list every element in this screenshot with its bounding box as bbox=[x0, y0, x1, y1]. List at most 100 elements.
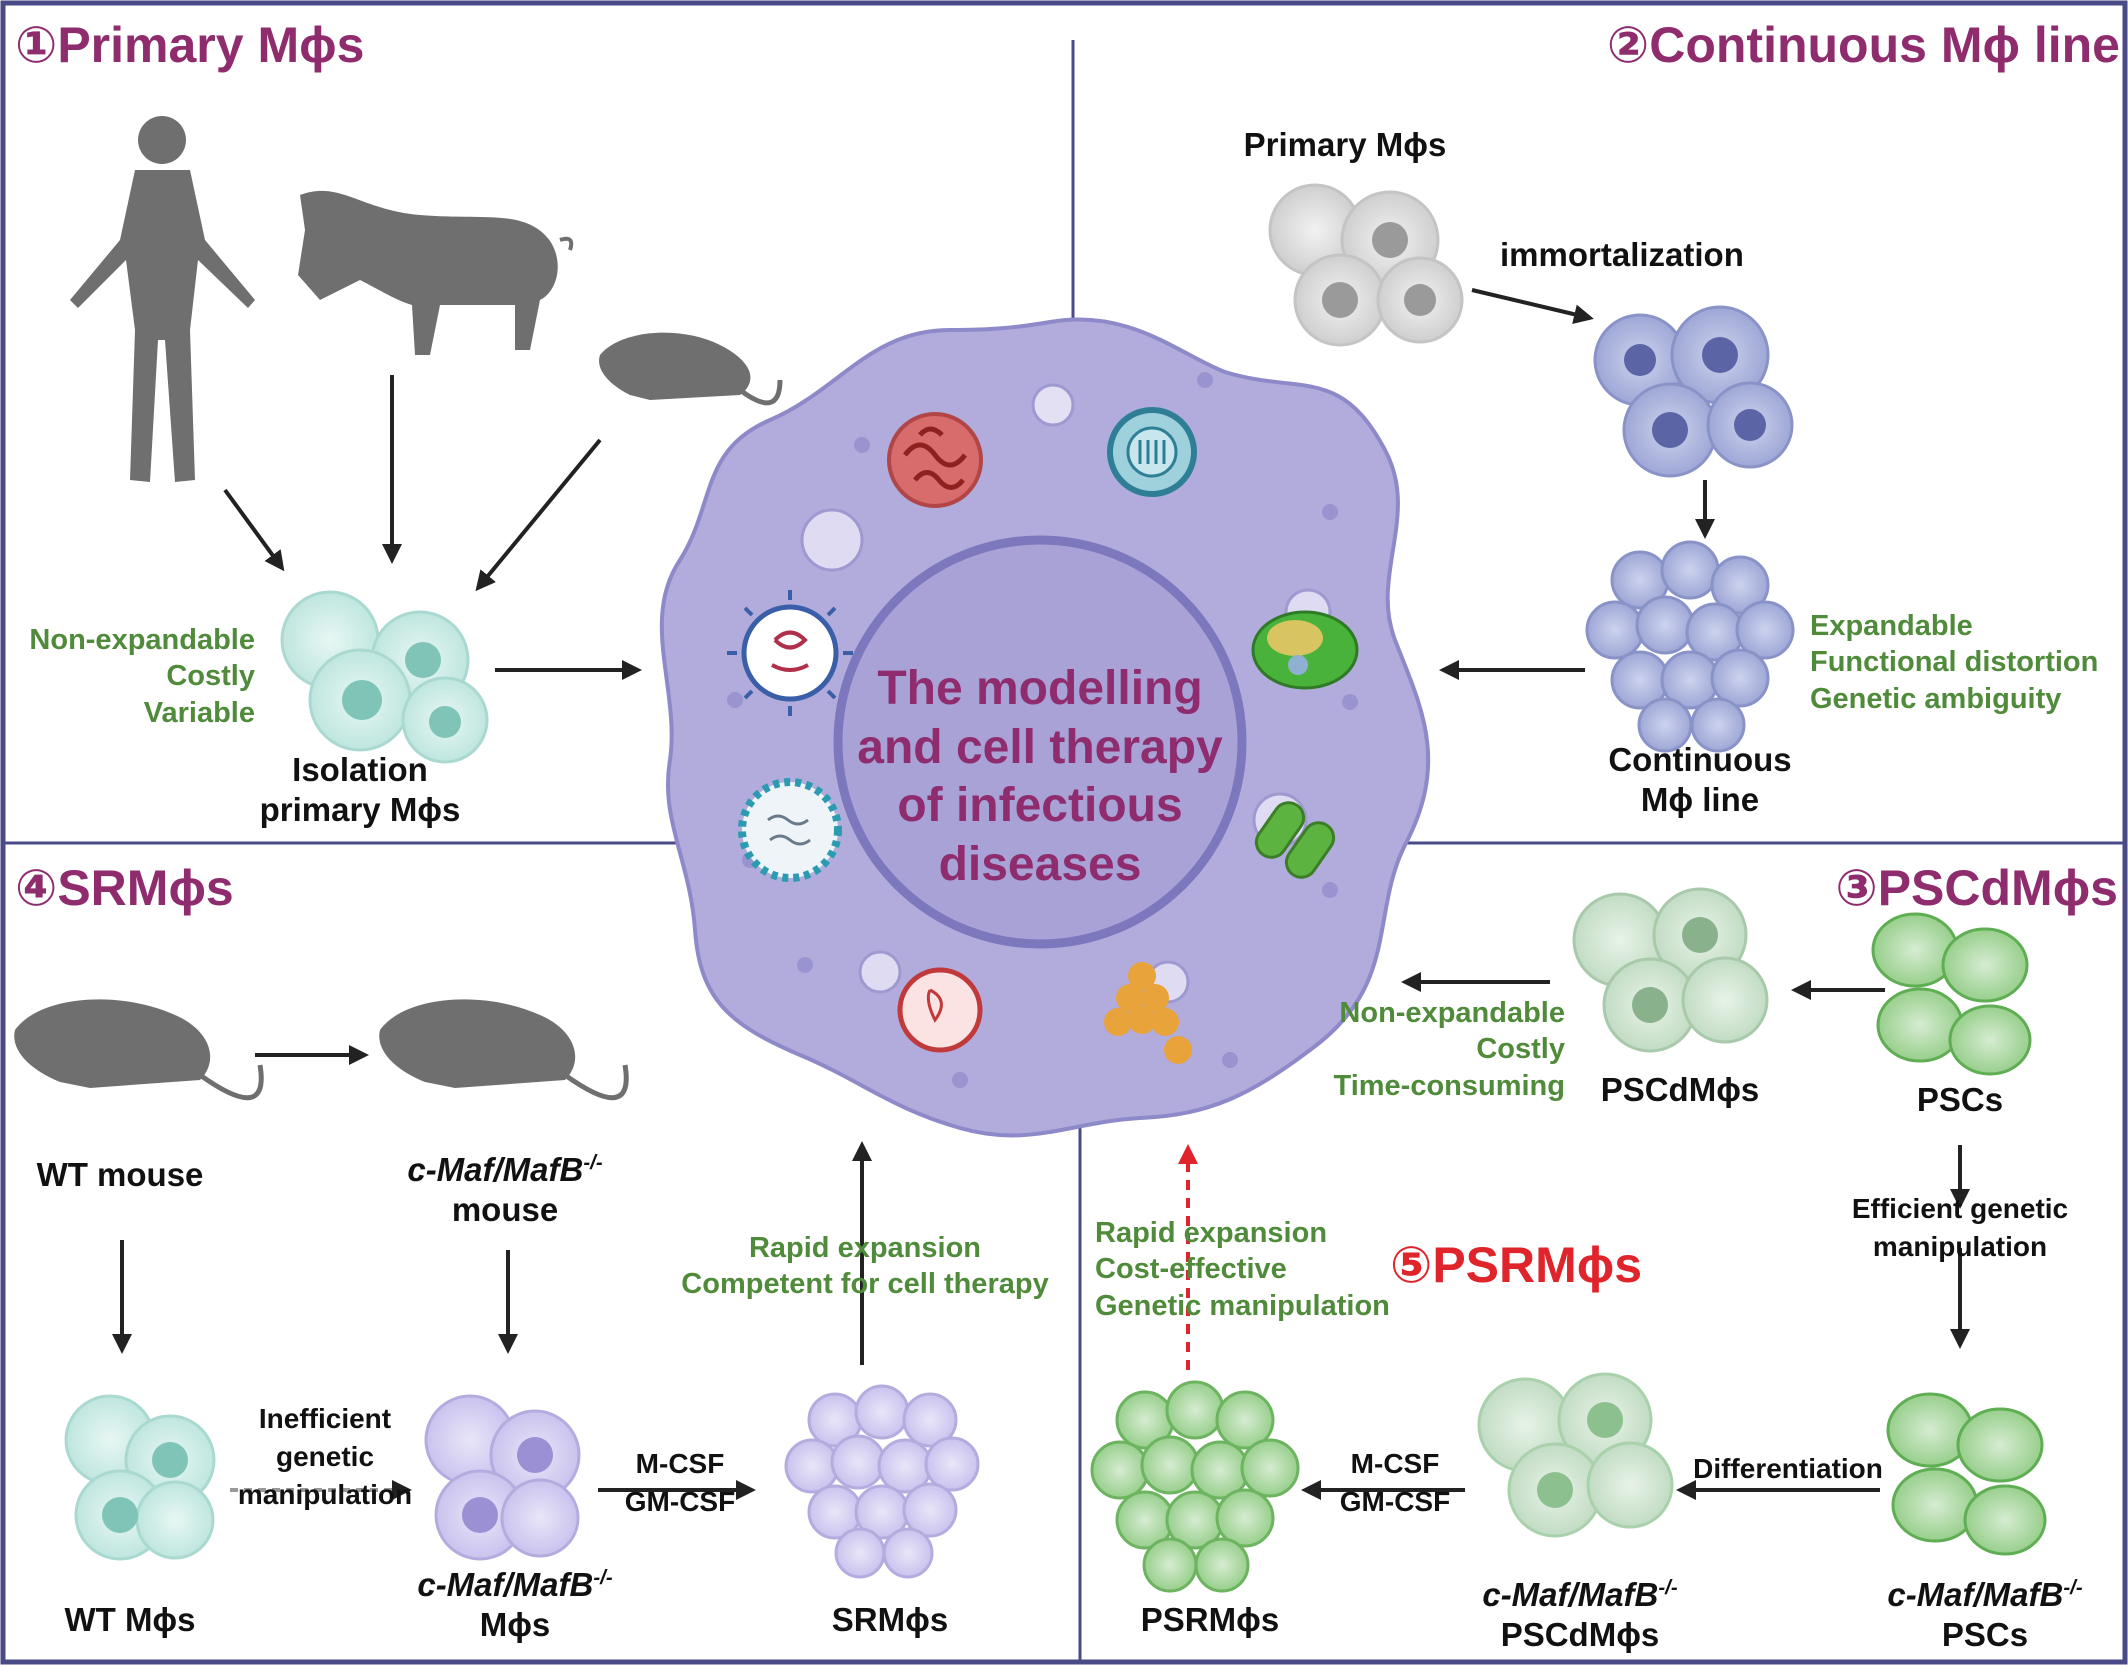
cells-psrm bbox=[1090, 1380, 1300, 1593]
pig-silhouette bbox=[298, 190, 574, 355]
psrm-trait-1: Rapid expansion bbox=[1095, 1217, 1328, 1249]
efficient-manipulation-label: Efficient genetic manipulation bbox=[1835, 1190, 2085, 1266]
efficient-manipulation-line-1: Efficient genetic bbox=[1851, 1193, 2069, 1224]
cells-ko-pscs bbox=[1886, 1392, 2047, 1556]
continuous-line-label: Continuous Mϕ line bbox=[1570, 740, 1830, 819]
arrows bbox=[112, 288, 1970, 1500]
ko-macs-genotype-text: c-Maf/MafB bbox=[417, 1566, 594, 1603]
pscd-trait-3: Time-consuming bbox=[1333, 1069, 1566, 1102]
pathogen-bacterium-red bbox=[887, 412, 983, 508]
cells-primary-grey bbox=[1268, 183, 1464, 347]
continuous-line-label-1: Continuous bbox=[1608, 741, 1792, 778]
differentiation-label: Differentiation bbox=[1693, 1453, 1883, 1484]
ko-macs-label: c-Maf/MafB-/- Mϕs bbox=[370, 1565, 660, 1644]
continuous-trait-2: Functional distortion bbox=[1810, 646, 2099, 679]
srm-mcsf-label: M-CSF GM-CSF bbox=[600, 1445, 760, 1521]
ko-pscs-genotype-sup: -/- bbox=[2063, 1576, 2083, 1599]
psrm-mcsf-text: M-CSF bbox=[1350, 1448, 1440, 1479]
ko-pscs-label: c-Maf/MafB-/- PSCs bbox=[1845, 1575, 2125, 1654]
psrm-trait-3: Genetic manipulation bbox=[1095, 1289, 1390, 1322]
ko-mouse-genotype-sup: -/- bbox=[583, 1151, 603, 1174]
primary-trait-3: Variable bbox=[143, 696, 255, 729]
human-silhouette bbox=[70, 116, 255, 482]
ko-mouse-label: c-Maf/MafB-/- mouse bbox=[360, 1150, 650, 1229]
srm-traits: Rapid expansion Competent for cell thera… bbox=[660, 1230, 1070, 1303]
continuous-traits: Expandable Functional distortion Genetic… bbox=[1810, 608, 2098, 717]
inefficient-line-2: genetic bbox=[275, 1440, 375, 1472]
psrm-gmcsf-text: GM-CSF bbox=[1339, 1485, 1451, 1517]
primary-traits: Non-expandable Costly Variable bbox=[10, 622, 255, 731]
ko-mouse-genotype-text: c-Maf/MafB bbox=[407, 1151, 584, 1188]
srm-label: SRMϕs bbox=[831, 1601, 949, 1638]
immortalization-label: immortalization bbox=[1500, 236, 1744, 273]
ko-pscs-genotype: c-Maf/MafB-/- bbox=[1845, 1575, 2125, 1615]
ko-pscdm-name: PSCdMϕs bbox=[1500, 1615, 1660, 1653]
pathogen-virus-blue bbox=[727, 590, 853, 716]
cells-wt-macs bbox=[64, 1394, 216, 1561]
center-title-line-3: of infectious bbox=[897, 779, 1183, 833]
primary-trait-1: Non-expandable bbox=[29, 624, 255, 656]
cells-isolation-primary bbox=[280, 590, 489, 764]
continuous-trait-1: Expandable bbox=[1810, 610, 1973, 642]
wt-mouse-label: WT mouse bbox=[36, 1156, 204, 1193]
ko-pscs-name: PSCs bbox=[1941, 1615, 2029, 1653]
srm-trait-1: Rapid expansion bbox=[748, 1232, 982, 1264]
pscd-trait-2: Costly bbox=[1476, 1033, 1565, 1066]
pathogen-cocci-orange bbox=[1104, 962, 1192, 1064]
ko-macs-genotype-sup: -/- bbox=[593, 1566, 613, 1589]
inefficient-manipulation-label: Inefficient genetic manipulation bbox=[220, 1400, 430, 1513]
cells-continuous-line bbox=[1585, 540, 1795, 753]
psrm-label: PSRMϕs bbox=[1140, 1601, 1280, 1638]
central-macrophage bbox=[659, 317, 1431, 1138]
cells-ko-pscdm bbox=[1477, 1372, 1674, 1538]
psrm-traits: Rapid expansion Cost-effective Genetic m… bbox=[1095, 1215, 1390, 1324]
continuous-line-label-2: Mϕ line bbox=[1640, 780, 1760, 818]
continuous-trait-3: Genetic ambiguity bbox=[1810, 682, 2062, 715]
section-title-pscd: ③PSCdMϕs bbox=[1835, 860, 2118, 916]
section-title-srm: ④SRMϕs bbox=[15, 860, 234, 916]
mouse-silhouette-top bbox=[599, 332, 783, 406]
isolation-label-line-1: Isolation bbox=[292, 751, 428, 788]
inefficient-line-3: manipulation bbox=[237, 1478, 413, 1510]
ko-mouse-genotype: c-Maf/MafB-/- bbox=[360, 1150, 650, 1190]
cells-immortalized-blue bbox=[1593, 305, 1794, 478]
pathogen-parasite-green bbox=[1251, 610, 1359, 690]
nucleus bbox=[833, 535, 1247, 949]
cells-pscs bbox=[1871, 912, 2032, 1076]
ko-macs-name: Mϕs bbox=[479, 1605, 551, 1643]
psrm-mcsf-label: M-CSF GM-CSF bbox=[1315, 1445, 1475, 1521]
pathogen-virus-red bbox=[897, 967, 983, 1053]
ko-pscdm-genotype-sup: -/- bbox=[1658, 1576, 1678, 1599]
wt-mouse-silhouette bbox=[14, 999, 264, 1101]
srm-trait-2: Competent for cell therapy bbox=[681, 1268, 1049, 1301]
ko-mouse-name: mouse bbox=[451, 1190, 559, 1228]
isolation-primary-label: Isolation primary Mϕs bbox=[240, 750, 480, 829]
cells-ko-macs bbox=[424, 1394, 581, 1561]
pscd-traits: Non-expandable Costly Time-consuming bbox=[1300, 995, 1566, 1104]
pscdm-label: PSCdMϕs bbox=[1600, 1071, 1760, 1108]
ko-pscs-genotype-text: c-Maf/MafB bbox=[1887, 1576, 2064, 1613]
center-title-line-4: diseases bbox=[938, 837, 1142, 891]
cells-pscdm bbox=[1572, 887, 1769, 1053]
ko-pscdm-genotype: c-Maf/MafB-/- bbox=[1440, 1575, 1720, 1615]
pscd-trait-1: Non-expandable bbox=[1339, 997, 1565, 1029]
pathogen-virus-cyan bbox=[738, 778, 842, 882]
center-title: The modelling and cell therapy of infect… bbox=[840, 660, 1240, 894]
section-title-continuous: ②Continuous Mϕ line bbox=[1606, 17, 2120, 73]
ko-pscdm-genotype-text: c-Maf/MafB bbox=[1482, 1576, 1659, 1613]
continuous-primary-label: Primary Mϕs bbox=[1243, 126, 1447, 163]
cells-srm bbox=[784, 1384, 980, 1579]
srm-mcsf-text: M-CSF bbox=[635, 1448, 725, 1479]
center-title-line-1: The modelling bbox=[877, 662, 1203, 715]
psrm-trait-2: Cost-effective bbox=[1095, 1253, 1287, 1286]
wt-macs-label: WT Mϕs bbox=[64, 1601, 196, 1638]
center-title-line-2: and cell therapy bbox=[857, 720, 1223, 774]
isolation-label-line-2: primary Mϕs bbox=[259, 790, 461, 828]
efficient-manipulation-line-2: manipulation bbox=[1872, 1230, 2048, 1262]
pathogen-virus-teal bbox=[1107, 407, 1197, 497]
pscs-label: PSCs bbox=[1916, 1081, 2004, 1118]
primary-trait-2: Costly bbox=[166, 660, 255, 693]
inefficient-line-1: Inefficient bbox=[258, 1403, 392, 1434]
